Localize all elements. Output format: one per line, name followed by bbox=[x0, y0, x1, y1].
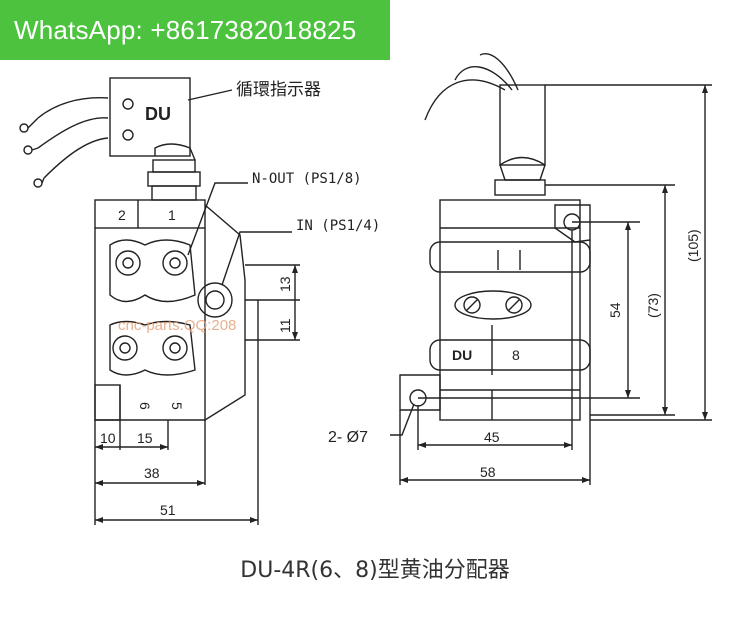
right-center-plate bbox=[454, 290, 532, 320]
port-bore-6 bbox=[112, 335, 138, 361]
indicator-leader bbox=[187, 89, 233, 101]
plate-du-label: DU bbox=[452, 347, 472, 363]
dim-13: 13 bbox=[277, 276, 293, 292]
diagram-caption: DU-4R(6、8)型黄油分配器 bbox=[240, 558, 510, 583]
dim-58: 58 bbox=[480, 464, 496, 480]
in-port bbox=[197, 282, 233, 318]
lower-bore-housing bbox=[109, 320, 196, 376]
dim-10: 10 bbox=[100, 430, 116, 446]
whatsapp-banner: WhatsApp: +8617382018825 bbox=[0, 0, 390, 60]
right-body bbox=[439, 199, 581, 421]
port-bore-2 bbox=[115, 250, 141, 276]
in-leader bbox=[221, 231, 292, 286]
indicator-block bbox=[109, 77, 191, 157]
main-body bbox=[94, 228, 206, 421]
port-label-5: 5 bbox=[169, 402, 185, 410]
port-label-6: 6 bbox=[137, 402, 153, 410]
n-out-leader bbox=[187, 182, 248, 256]
port-label-1: 1 bbox=[168, 207, 176, 223]
dim-11: 11 bbox=[277, 318, 293, 333]
indicator-screw-bottom bbox=[122, 129, 134, 141]
indicator-dome bbox=[154, 143, 196, 161]
dim-38: 38 bbox=[144, 465, 160, 481]
wire-terminal-1 bbox=[19, 123, 29, 133]
wire-terminal-3 bbox=[33, 178, 43, 188]
indicator-screw-top bbox=[122, 98, 134, 110]
wire-terminal-2 bbox=[23, 145, 33, 155]
dim-15: 15 bbox=[137, 430, 153, 446]
mount-ear-bottom bbox=[399, 374, 441, 411]
body-side bbox=[204, 204, 246, 421]
indicator-du-label: DU bbox=[145, 104, 171, 124]
dim-105: (105) bbox=[685, 229, 701, 262]
port-bore-5 bbox=[162, 335, 188, 361]
right-upper-cap bbox=[429, 241, 591, 273]
port-label-2: 2 bbox=[118, 207, 126, 223]
upper-bore-housing bbox=[109, 239, 196, 303]
right-wire-1 bbox=[424, 79, 506, 121]
hole-leader bbox=[390, 403, 415, 436]
body-top-strip bbox=[94, 199, 206, 229]
dim-45: 45 bbox=[484, 429, 500, 445]
dim-51: 51 bbox=[160, 502, 176, 518]
plate-num-label: 8 bbox=[512, 347, 520, 363]
whatsapp-text: WhatsApp: +8617382018825 bbox=[14, 14, 357, 45]
wire-1 bbox=[37, 96, 109, 119]
indicator-tube bbox=[499, 84, 546, 166]
mount-ear-top bbox=[554, 204, 591, 243]
hole-label: 2- Ø7 bbox=[328, 429, 368, 446]
in-label: IN (PS1/4) bbox=[296, 218, 380, 234]
port-bore-1 bbox=[162, 250, 188, 276]
wire-3 bbox=[43, 137, 109, 179]
wire-2 bbox=[37, 117, 109, 149]
n-out-label: N-OUT (PS1/8) bbox=[252, 171, 362, 187]
indicator-label: 循環指示器 bbox=[236, 80, 321, 99]
indicator-nut bbox=[147, 171, 201, 187]
dim-73: (73) bbox=[645, 293, 661, 318]
watermark-text: cnc-parts.QQ:208 bbox=[118, 317, 236, 334]
indicator-dome-right bbox=[499, 156, 546, 181]
dim-54: 54 bbox=[607, 302, 623, 318]
